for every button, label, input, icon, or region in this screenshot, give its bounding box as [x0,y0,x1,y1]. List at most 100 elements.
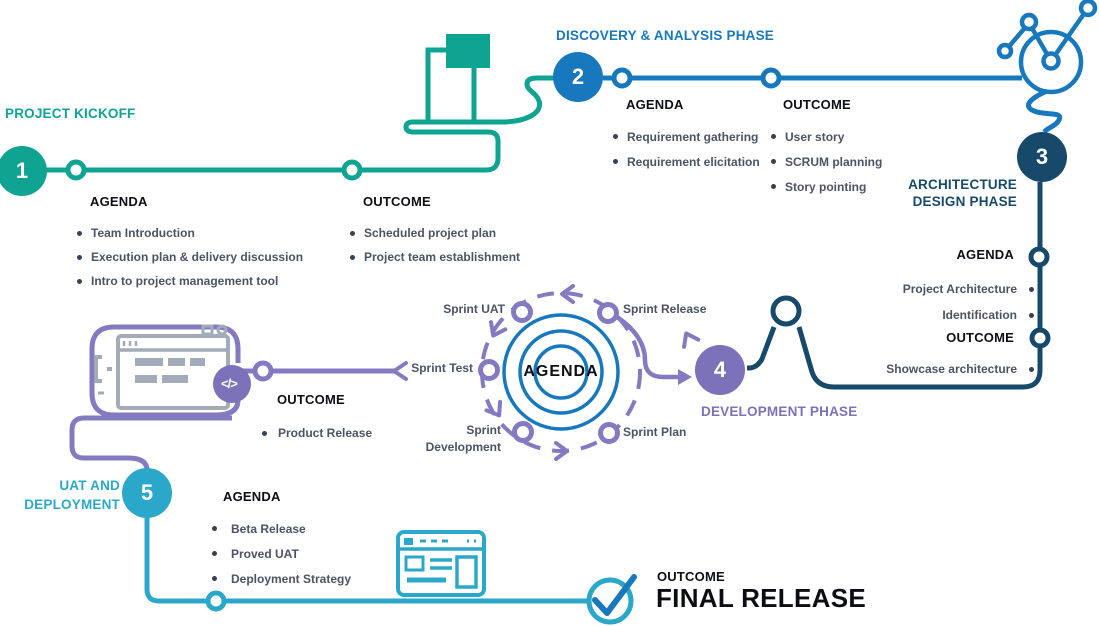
outcome-header: OUTCOME [363,194,431,209]
kickoff-line [22,34,554,181]
list-item: Product Release [262,421,372,445]
uat-agenda: AGENDA Beta Release Proved UAT Deploymen… [212,489,351,591]
list-item: Story pointing [771,174,882,199]
phase-3-number: 3 [1035,144,1049,169]
development-title: DEVELOPMENT PHASE [701,404,858,419]
loop-icon [747,295,802,371]
cycle-center-label: AGENDA [523,363,599,380]
list-item: SCRUM planning [771,149,882,174]
discovery-title: DISCOVERY & ANALYSIS PHASE [556,28,775,43]
architecture-lists: AGENDA Project Architecture Identificati… [804,247,1034,382]
list-item: Requirement gathering [613,124,760,149]
list-item: Scheduled project plan [350,221,520,245]
cycle-step-sprint-uat: Sprint UAT [443,302,505,316]
list-item: Intro to project management tool [77,269,303,293]
cycle-exit-arrow [610,312,692,385]
agenda-header: AGENDA [956,247,1014,262]
bullet-icon [350,230,355,236]
bullet-icon [77,278,82,284]
kickoff-agenda: AGENDA Team Introduction Execution plan … [77,194,303,293]
bullet-icon [262,430,267,436]
bullet-icon [1029,366,1034,372]
bracket-glyph [94,355,112,383]
bullet-icon [1029,312,1034,318]
cycle-step-sprint-development: Sprint Development [425,423,501,454]
code-lines [135,358,205,383]
analysis-network-icon [996,0,1098,95]
architecture-line [747,182,1051,390]
rounded-frame [89,324,241,418]
list-item: Deployment Strategy [212,566,351,591]
cycle-flow-chevrons [484,284,701,461]
architecture-title-line2: DESIGN PHASE [912,194,1017,209]
bullet-icon [350,254,355,260]
cycle-step-sprint-plan: Sprint Plan [623,425,687,439]
phase-5-circle: 5 [122,468,172,518]
bullet-icon [212,551,217,556]
list-item: Requirement elicitation [613,149,760,174]
sprint-cycle [478,284,701,461]
list-item: Project team establishment [350,245,520,269]
outcome-header: OUTCOME [783,97,851,112]
list-item: Project Architecture [804,276,1034,302]
agenda-header: AGENDA [626,97,684,112]
squiggle-connector [1026,88,1063,134]
final-release-title: FINAL RELEASE [656,583,866,613]
list-item: Showcase architecture [804,356,1034,382]
bullet-icon [771,184,776,189]
cycle-step-sprint-test: Sprint Test [411,361,473,375]
development-outcome-line [69,324,408,471]
fork-tip [392,361,408,381]
cycle-target-rings [502,313,620,431]
list-item: Execution plan & delivery discussion [77,245,303,269]
phase-1-number: 1 [15,158,29,183]
list-item: Beta Release [212,516,351,541]
phase-5-number: 5 [140,480,154,505]
phase-2-number: 2 [571,64,585,89]
code-badge [213,365,251,403]
outcome-header: OUTCOME [946,330,1014,345]
uat-title-line1: UAT AND [59,478,120,493]
discovery-outcome: OUTCOME User story SCRUM planning Story … [771,97,882,199]
browser-window-icon [396,530,486,597]
code-editor-icon [94,324,251,410]
uat-line [144,518,637,625]
bullet-icon [77,254,82,260]
discovery-line [603,0,1098,134]
phase-4-number: 4 [713,357,727,382]
bullet-icon [212,576,217,581]
outcome-header: OUTCOME [277,392,345,407]
phase-3-circle: 3 [1017,132,1067,182]
cycle-step-sprint-release: Sprint Release [623,302,707,316]
architecture-title-line1: ARCHITECTURE [908,177,1017,192]
bullet-icon [212,526,217,531]
check-circle-icon [586,574,637,625]
cycle-nodes [478,301,620,444]
bullet-icon [771,159,776,164]
discovery-agenda: AGENDA Requirement gathering Requirement… [613,97,760,174]
list-item: User story [771,124,882,149]
bullet-icon [613,134,618,139]
list-item: Proved UAT [212,541,351,566]
development-outcome: OUTCOME Product Release [262,392,372,445]
list-item: Team Introduction [77,221,303,245]
bullet-icon [613,159,618,164]
kickoff-outcome: OUTCOME Scheduled project plan Project t… [350,194,520,269]
code-icon-glyph: </> [221,376,238,391]
agenda-header: AGENDA [90,194,148,209]
agenda-header: AGENDA [223,489,281,504]
list-item: Identification [804,302,1034,328]
bullet-icon [1029,286,1034,292]
phase-2-circle: 2 [553,52,603,102]
architecture-title: ARCHITECTURE DESIGN PHASE [908,176,1017,210]
uat-title-line2: DEPLOYMENT [24,496,120,512]
kickoff-title: PROJECT KICKOFF [5,106,136,121]
phase-4-circle: 4 [695,345,745,395]
final-outcome-header: OUTCOME [657,569,725,584]
bullet-icon [771,134,776,139]
bullet-icon [77,230,82,236]
milestone-flag-icon [425,34,490,121]
uat-title: UAT AND DEPLOYMENT [0,477,120,514]
